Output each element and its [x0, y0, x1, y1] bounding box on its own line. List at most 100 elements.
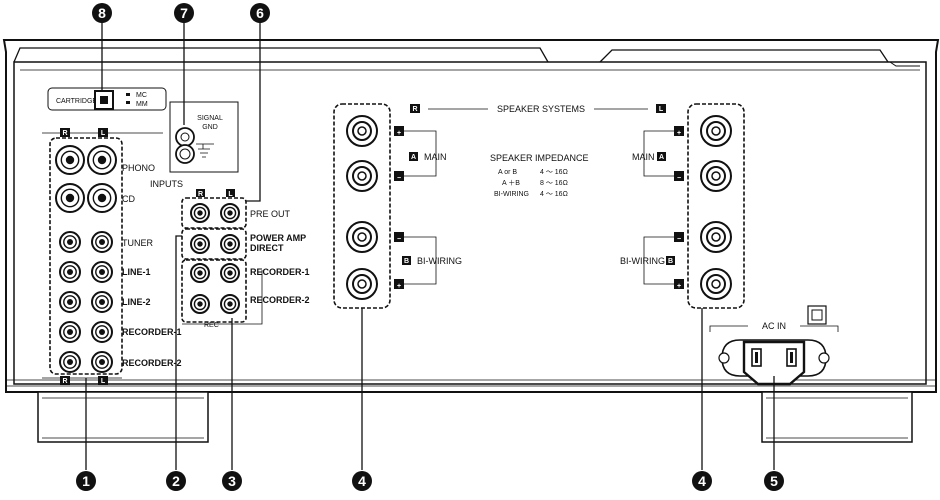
svg-text:7: 7	[180, 5, 188, 21]
speaker-r-biwiring-minus-terminal[interactable]	[346, 221, 378, 253]
svg-text:8: 8	[98, 5, 106, 21]
rec-out-1-r-jack[interactable]	[190, 263, 210, 283]
imp-row-2-key: BI-WIRING	[494, 191, 529, 198]
speaker-l-biwiring-label: BI-WIRING	[620, 256, 665, 266]
pre-out-r-jack[interactable]	[190, 203, 210, 223]
svg-text:+: +	[677, 283, 681, 290]
pre-out-l-badge: L	[228, 191, 233, 198]
imp-row-0-value: 4 ～ 16Ω	[540, 169, 568, 176]
input-line-1-label: LINE-1	[122, 267, 151, 277]
input-recorder-2-l-jack[interactable]	[91, 351, 113, 373]
callout-1: 1	[76, 471, 96, 491]
input-tuner-r-jack[interactable]	[59, 231, 81, 253]
power-amp-direct-r-jack[interactable]	[190, 234, 210, 254]
input-recorder-2-label: RECORDER-2	[122, 358, 182, 368]
input-recorder-1-label: RECORDER-1	[122, 327, 182, 337]
speaker-r-badge: R	[412, 106, 417, 113]
speaker-r-main-label: MAIN	[424, 152, 447, 162]
callout-5: 5	[764, 471, 784, 491]
svg-text:−: −	[677, 175, 681, 182]
input-recorder-2-r-jack[interactable]	[59, 351, 81, 373]
double-insulation-icon	[807, 305, 827, 325]
svg-text:5: 5	[770, 473, 778, 489]
svg-text:+: +	[677, 130, 681, 137]
speaker-r-main-minus-terminal[interactable]	[346, 160, 378, 192]
rec-out-2-l-jack[interactable]	[220, 294, 240, 314]
callout-2: 2	[166, 471, 186, 491]
cartridge-label: CARTRIDGE	[56, 98, 97, 105]
inputs-l-badge-bottom: L	[101, 378, 106, 385]
inputs-r-badge-bottom: R	[62, 378, 67, 385]
ac-in-label: AC IN	[762, 321, 786, 331]
callout-3: 3	[222, 471, 242, 491]
svg-text:2: 2	[172, 473, 180, 489]
cartridge-selector[interactable]: CARTRIDGE MC MM	[47, 87, 167, 111]
speaker-l-main-minus-sign: −	[674, 171, 684, 182]
input-cd-l-jack[interactable]	[87, 183, 117, 213]
speaker-terminals-left-channel: MAIN A BI-WIRING B +−−+	[620, 103, 745, 309]
imp-row-2-value: 4 ～ 16Ω	[540, 191, 568, 198]
rec-out-2-r-jack[interactable]	[190, 294, 210, 314]
speaker-systems-header: R SPEAKER SYSTEMS L	[410, 104, 666, 114]
speaker-r-main-plus-sign: +	[394, 126, 404, 137]
callout-6: 6	[250, 3, 270, 23]
direct-label: DIRECT	[250, 243, 284, 253]
input-phono-r-jack[interactable]	[55, 145, 85, 175]
svg-text:−: −	[397, 236, 401, 243]
rec-out-2-label: RECORDER-2	[250, 295, 310, 305]
impedance-title: SPEAKER IMPEDANCE	[490, 153, 589, 163]
imp-row-0-key: A or B	[498, 169, 517, 176]
input-recorder-1-l-jack[interactable]	[91, 321, 113, 343]
callout-8: 8	[92, 3, 112, 23]
pre-out-r-badge: R	[198, 191, 203, 198]
svg-text:−: −	[397, 175, 401, 182]
input-line-2-l-jack[interactable]	[91, 291, 113, 313]
speaker-l-badge: L	[659, 106, 664, 113]
input-line-1-r-jack[interactable]	[59, 261, 81, 283]
cartridge-mc-label: MC	[136, 92, 147, 99]
input-cd-r-jack[interactable]	[55, 183, 85, 213]
speaker-l-main-minus-terminal[interactable]	[700, 160, 732, 192]
imp-row-1-key: A ＋B	[502, 179, 520, 187]
rec-label: REC	[204, 322, 219, 329]
svg-text:+: +	[397, 130, 401, 137]
callout-4-right-channel: 4	[352, 471, 372, 491]
input-recorder-1-r-jack[interactable]	[59, 321, 81, 343]
speaker-l-biwiring-plus-sign: +	[674, 279, 684, 290]
input-tuner-l-jack[interactable]	[91, 231, 113, 253]
speaker-l-b-badge: B	[668, 258, 673, 265]
inputs-l-badge: L	[101, 130, 106, 137]
input-line-2-r-jack[interactable]	[59, 291, 81, 313]
input-line-1-l-jack[interactable]	[91, 261, 113, 283]
pre-out-block: R L PRE OUT	[181, 189, 291, 229]
speaker-terminals-right-channel: A MAIN B BI-WIRING +−−+	[333, 103, 462, 309]
svg-text:4: 4	[358, 473, 366, 489]
speaker-l-main-plus-terminal[interactable]	[700, 115, 732, 147]
rec-out-1-l-jack[interactable]	[220, 263, 240, 283]
speaker-r-a-badge: A	[411, 154, 416, 161]
callouts: 8 7 6 1 2 3 4 4 5	[76, 3, 784, 491]
speaker-l-biwiring-plus-terminal[interactable]	[700, 268, 732, 300]
inputs-r-badge: R	[62, 130, 67, 137]
ac-inlet[interactable]: AC IN	[709, 305, 839, 386]
signal-gnd-terminal[interactable]: SIGNAL GND	[169, 101, 239, 173]
svg-text:6: 6	[256, 5, 264, 21]
power-amp-direct-block: POWER AMP DIRECT	[181, 228, 306, 260]
gnd-label: GND	[202, 124, 218, 131]
svg-text:−: −	[677, 236, 681, 243]
pre-out-l-jack[interactable]	[220, 203, 240, 223]
input-phono-l-jack[interactable]	[87, 145, 117, 175]
speaker-r-biwiring-plus-terminal[interactable]	[346, 268, 378, 300]
pre-out-label: PRE OUT	[250, 209, 291, 219]
input-tuner-label: TUNER	[122, 238, 153, 248]
speaker-r-biwiring-plus-sign: +	[394, 279, 404, 290]
speaker-r-main-plus-terminal[interactable]	[346, 115, 378, 147]
speaker-l-biwiring-minus-terminal[interactable]	[700, 221, 732, 253]
callout-7: 7	[174, 3, 194, 23]
speaker-l-biwiring-minus-sign: −	[674, 232, 684, 243]
input-phono-label: PHONO	[122, 163, 155, 173]
speaker-r-biwiring-minus-sign: −	[394, 232, 404, 243]
power-amp-direct-l-jack[interactable]	[220, 234, 240, 254]
input-line-2-label: LINE-2	[122, 297, 151, 307]
